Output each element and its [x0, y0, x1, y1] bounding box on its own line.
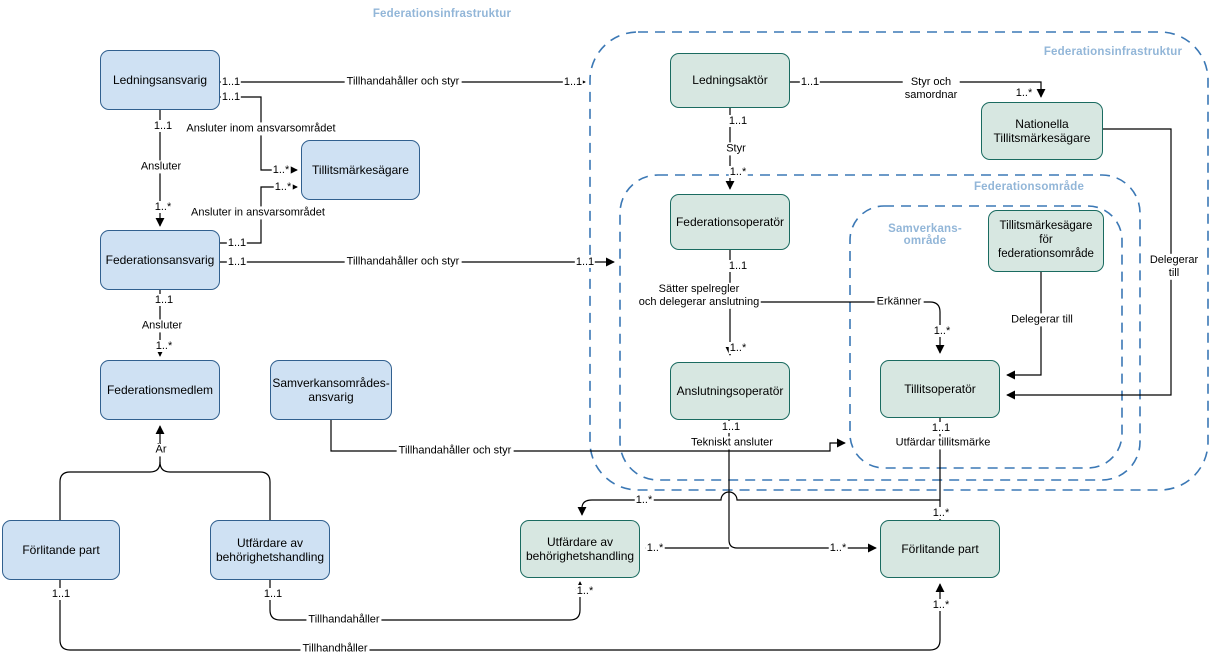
container-samverkansomrade-label: Samverkans- område — [888, 223, 962, 247]
edge-tekniskt-ansluter-hoger — [728, 420, 877, 553]
node-anslutningsoperator: Anslutningsoperatör — [670, 362, 790, 420]
mult-forlitande-vanster: 1..1 — [50, 588, 72, 600]
node-nationella-tillitsmarkesagare: Nationella Tillitsmärkesägare — [981, 102, 1103, 160]
edge-label-tillhandhaller: Tillhandhåller — [300, 642, 370, 656]
node-tillitsmarkesagare-federationsomrade: Tillitsmärkesägare för federationsområde — [988, 210, 1104, 272]
edge-label-ansluter-1: Ansluter — [138, 160, 184, 174]
mult-federationsansvarig-styr: 1..1 — [226, 256, 248, 268]
mult-ledningsansvarig-styr: 1..1 — [220, 76, 242, 88]
edge-tillhandhaller — [59, 580, 945, 651]
mult-ansluter2-kalla: 1..1 — [153, 294, 175, 306]
mult-ledningsansvarig-ansluter: 1..1 — [220, 91, 242, 103]
mult-federationsomrade-in: 1..1 — [574, 256, 596, 268]
edge-delegerar-till-federationsomrade — [1006, 272, 1042, 380]
container-federationsinfrastruktur-border — [589, 31, 1209, 491]
edge-label-delegerar-till-1: Delegerar till — [1147, 253, 1201, 281]
edge-label-tillhandahaller-och-styr-samverkan: Tillhandahåller och styr — [396, 444, 514, 458]
edge-label-ansluter-in: Ansluter in ansvarsområdet — [189, 206, 327, 220]
mult-tekniskt-vanster: 1..* — [645, 542, 665, 554]
edge-label-delegerar-till-2: Delegerar till — [1009, 313, 1075, 327]
mult-ansluter1-mal: 1..* — [153, 201, 173, 213]
node-utfardare-hoger: Utfärdare av behörighetshandling — [520, 520, 640, 578]
container-federationsomrade-label: Federationsområde — [973, 181, 1085, 193]
edge-label-tillhandahaller-och-styr-mitt: Tillhandahåller och styr — [344, 255, 462, 269]
mult-tillitsoperator-in: 1..* — [932, 325, 952, 337]
container-samverkansomrade-border — [849, 205, 1123, 469]
mult-federationsoperator-in: 1..* — [728, 166, 748, 178]
node-forlitande-part-vanster: Förlitande part — [2, 520, 120, 580]
edge-label-tillhandahaller-och-styr-topp: Tillhandahåller och styr — [344, 75, 462, 89]
edge-label-ar: Är — [153, 443, 169, 457]
edge-label-satter-spelregler: Sätter spelregler och delegerar anslutni… — [636, 282, 762, 310]
edge-ar-vanster — [59, 425, 165, 520]
edge-styr-och-samordnar — [790, 81, 1046, 98]
mult-anslutningsoperator-in: 1..* — [728, 342, 748, 354]
node-forlitande-part-hoger: Förlitande part — [880, 520, 1000, 578]
node-samverkansomradesansvarig: Samverkansområdes- ansvarig — [270, 360, 392, 420]
mult-anslutningsoperator-ner: 1..1 — [720, 421, 742, 433]
mult-federationsansvarig-hoger: 1..1 — [226, 237, 248, 249]
edge-ar-hoger — [159, 461, 271, 520]
mult-tillhandhaller-mal: 1..* — [931, 599, 951, 611]
mult-tillhandahaller-mal: 1..* — [575, 585, 595, 597]
edge-label-tillhandahaller: Tillhandahåller — [306, 613, 382, 627]
edge-label-styr: Styr — [724, 142, 748, 156]
node-federationsansvarig: Federationsansvarig — [100, 230, 220, 290]
mult-ansluter2-mal: 1..* — [154, 340, 174, 352]
edge-label-ansluter-2: Ansluter — [139, 319, 185, 333]
edge-label-styr-och-samordnar: Styr och samordnar — [902, 75, 960, 103]
mult-tillitsmarkesagare-2: 1..* — [273, 181, 293, 193]
node-utfardare-vanster: Utfärdare av behörighetshandling — [210, 520, 330, 580]
edge-tillhandahaller — [269, 580, 585, 621]
edge-utfardar-tillitsmarke-vanster — [577, 491, 940, 516]
node-federationsoperator: Federationsoperatör — [670, 194, 790, 250]
edge-label-utfardar-tillitsmarke: Utfärdar tillitsmärke — [893, 436, 993, 450]
edge-erkanner — [730, 301, 945, 354]
label-federationsinfrastruktur-topp: Federationsinfrastruktur — [372, 8, 512, 20]
mult-tekniskt-hoger: 1..* — [828, 542, 848, 554]
edge-tillhandahaller-och-styr-samverkan — [330, 420, 846, 452]
node-tillitsoperator: Tillitsoperatör — [880, 360, 1000, 418]
container-federationsomrade-border — [619, 174, 1141, 481]
mult-federationsoperator-ner: 1..1 — [727, 260, 749, 272]
mult-tillitsoperator-ner: 1..1 — [930, 422, 952, 434]
edge-label-erkanner: Erkänner — [874, 295, 924, 309]
mult-ledningsaktor-styr: 1..1 — [799, 76, 821, 88]
mult-utfardar-ner: 1..* — [931, 507, 951, 519]
edge-label-ansluter-inom: Ansluter inom ansvarsområdet — [184, 122, 338, 136]
mult-nationella-in: 1..* — [1014, 87, 1034, 99]
mult-utfardare-vanster: 1..1 — [262, 588, 284, 600]
edge-label-tekniskt-ansluter: Tekniskt ansluter — [689, 436, 775, 450]
mult-ledningsaktor-ner: 1..1 — [727, 115, 749, 127]
node-tillitsmarkesagare: Tillitsmärkesägare — [301, 140, 420, 200]
mult-ansluter1-kalla: 1..1 — [152, 120, 174, 132]
mult-infrastruktur-topp: 1..1 — [562, 76, 584, 88]
mult-tillitsmarkesagare-1: 1..* — [271, 164, 291, 176]
node-ledningsaktor: Ledningsaktör — [670, 53, 790, 108]
mult-utfardar-vanster: 1..* — [634, 494, 654, 506]
node-federationsmedlem: Federationsmedlem — [100, 360, 220, 420]
node-ledningsansvarig: Ledningsansvarig — [100, 50, 220, 110]
container-federationsinfrastruktur-label: Federationsinfrastruktur — [1043, 46, 1183, 58]
